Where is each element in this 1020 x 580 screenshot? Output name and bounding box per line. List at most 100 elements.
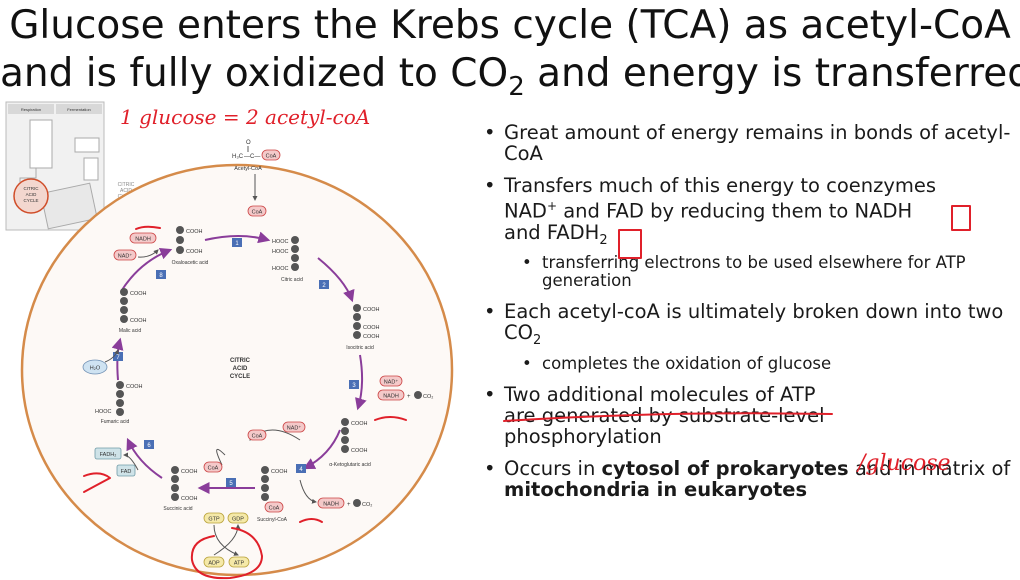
coa-step4: CoA bbox=[252, 434, 263, 440]
adp-label: ADP bbox=[208, 561, 220, 567]
h2o-label: H₂O bbox=[90, 366, 101, 372]
bullet-2-sup: + bbox=[546, 199, 558, 213]
succinyl-coa: COOH CoA Succinyl-CoA bbox=[257, 466, 288, 523]
title-sub-2: 2 bbox=[508, 71, 525, 102]
oxaloacetic-label: Oxaloacetic acid bbox=[172, 260, 209, 266]
svg-text:HOOC: HOOC bbox=[272, 239, 289, 245]
bullet-2: •Transfers much of this energy to coenzy… bbox=[482, 175, 1017, 290]
step-3: 3 bbox=[352, 383, 356, 389]
succinic-acid: COOH COOH Succinic acid bbox=[163, 466, 198, 512]
svg-text:+: + bbox=[407, 394, 411, 400]
thumb-cac-2: ACID bbox=[26, 192, 38, 197]
svg-text:COOH: COOH bbox=[351, 421, 368, 427]
gtp-label: GTP bbox=[208, 517, 220, 523]
thumb-cac-3: CYCLE bbox=[23, 198, 38, 203]
oxaloacetic-acid: COOH COOH Oxaloacetic acid bbox=[172, 226, 209, 266]
ketoglutaric-acid: COOH COOH α-Ketoglutaric acid bbox=[329, 418, 371, 468]
step-8: 8 bbox=[159, 273, 163, 279]
thumb-fermentation: Fermentation bbox=[67, 107, 91, 112]
svg-text:HOOC: HOOC bbox=[272, 266, 289, 272]
bullet-3-text: Each acetyl-coA is ultimately broken dow… bbox=[504, 300, 1004, 345]
isocitric-label: Isocitric acid bbox=[346, 345, 374, 351]
malic-acid: COOH COOH Malic acid bbox=[119, 288, 147, 334]
svg-text:COOH: COOH bbox=[186, 249, 203, 255]
svg-text:COOH: COOH bbox=[363, 307, 380, 313]
fadh2-label: FADH₂ bbox=[100, 452, 117, 458]
step-5: 5 bbox=[229, 481, 233, 487]
nad-step4: NAD⁺ bbox=[287, 425, 302, 432]
bullet-3-sub: 2 bbox=[532, 333, 542, 349]
nad-step8: NAD⁺ bbox=[118, 253, 133, 260]
title-line-2-prefix: and is fully oxidized to CO bbox=[0, 51, 509, 96]
step-2: 2 bbox=[322, 283, 326, 289]
red-mark-fadh2 bbox=[83, 472, 111, 493]
slide-title: Glucose enters the Krebs cycle (TCA) as … bbox=[0, 2, 1020, 111]
title-line-1: Glucose enters the Krebs cycle (TCA) as … bbox=[9, 3, 1011, 48]
title-line-2-suffix: and energy is transferred bbox=[524, 51, 1020, 96]
nad-step3: NAD⁺ bbox=[384, 379, 399, 386]
acetyl-coa-molecule: O H₃C —C— CoA Acetyl-CoA bbox=[232, 140, 281, 172]
bullet-5: •Occurs in cytosol of prokaryotes and in… bbox=[484, 457, 1011, 502]
red-mark-nadh-step3 bbox=[374, 416, 407, 421]
bullet-3: •Each acetyl-coA is ultimately broken do… bbox=[482, 301, 1017, 373]
bullet-5-bold1: cytosol of prokaryotes bbox=[601, 457, 849, 481]
svg-text:COOH: COOH bbox=[130, 318, 147, 324]
fumaric-acid: COOH HOOC Fumaric acid bbox=[95, 381, 143, 425]
nadh-step8: NADH bbox=[135, 237, 151, 243]
svg-text:—C—: —C— bbox=[244, 154, 260, 160]
title-line-2: and is fully oxidized to CO2 and energy … bbox=[0, 50, 1020, 111]
svg-text:COOH: COOH bbox=[186, 229, 203, 235]
thumb-respiration: Respiration bbox=[21, 107, 41, 112]
bullet-2-nad: NAD bbox=[504, 199, 547, 223]
svg-text:COOH: COOH bbox=[363, 325, 380, 331]
bullet-1: •Great amount of energy remains in bonds… bbox=[484, 121, 1011, 165]
red-circle-adp-atp bbox=[190, 527, 263, 580]
thumb-cac-1: CITRIC bbox=[24, 186, 40, 191]
svg-text:COOH: COOH bbox=[181, 469, 198, 475]
svg-text:COOH: COOH bbox=[363, 334, 380, 340]
cycle-title-2: ACID bbox=[233, 366, 248, 372]
thumb-label-2: ACID bbox=[120, 188, 132, 194]
bullet-2-subitem-text: transferring electrons to be used elsewh… bbox=[542, 253, 966, 291]
bullet-4-text: Two additional molecules of ATP are gene… bbox=[504, 383, 825, 449]
cycle-title-1: CITRIC bbox=[230, 358, 251, 364]
overview-thumbnail: Respiration Fermentation CITRIC ACID CYC… bbox=[5, 101, 105, 231]
bullet-4: •Two additional molecules of ATP are gen… bbox=[484, 383, 825, 449]
acetyl-coa-badge: CoA bbox=[266, 154, 277, 160]
atp-label: ATP bbox=[234, 561, 245, 567]
citric-label: Citric acid bbox=[281, 277, 303, 283]
step-1: 1 bbox=[235, 241, 239, 247]
bullet-3-subitem: •completes the oxidation of glucose bbox=[522, 354, 832, 374]
cycle-title-3: CYCLE bbox=[230, 374, 250, 380]
svg-text:COOH: COOH bbox=[126, 384, 143, 390]
malic-label: Malic acid bbox=[119, 328, 141, 334]
svg-text:CoA: CoA bbox=[269, 506, 280, 512]
bullet-5-bold2: mitochondria in eukaryotes bbox=[504, 478, 808, 502]
krebs-cycle-diagram: Respiration Fermentation CITRIC ACID CYC… bbox=[5, 101, 454, 580]
succinyl-label: Succinyl-CoA bbox=[257, 517, 288, 523]
step-7: 7 bbox=[116, 355, 120, 361]
svg-text:COOH: COOH bbox=[181, 496, 198, 502]
acetyl-coa-label: Acetyl-CoA bbox=[234, 166, 262, 172]
step-6: 6 bbox=[147, 443, 151, 449]
red-mark-nadh bbox=[135, 225, 161, 230]
bullet-list: •Great amount of energy remains in bonds… bbox=[482, 122, 1017, 511]
bullet-2-line1: Transfers much of this energy to coenzym… bbox=[504, 174, 937, 197]
svg-text:COOH: COOH bbox=[130, 291, 147, 297]
nadh-step3: NADH bbox=[383, 394, 399, 400]
co2-step4: CO₂ bbox=[362, 502, 372, 508]
red-mark-nadh-step4 bbox=[299, 518, 323, 523]
nadh-step4: NADH bbox=[323, 502, 339, 508]
bullet-5-mid: and in matrix of bbox=[848, 457, 1011, 481]
bullet-2-sub: 2 bbox=[599, 232, 608, 248]
ketoglutaric-label: α-Ketoglutaric acid bbox=[329, 462, 371, 468]
bullet-3-subitem-text: completes the oxidation of glucose bbox=[542, 354, 832, 374]
bullet-2-subitem: •transferring electrons to be used elsew… bbox=[522, 253, 966, 291]
svg-text:HOOC: HOOC bbox=[272, 249, 289, 255]
svg-text:+: + bbox=[347, 502, 351, 508]
fumaric-label: Fumaric acid bbox=[101, 419, 130, 425]
fad-label: FAD bbox=[121, 469, 132, 475]
gdp-label: GDP bbox=[232, 517, 244, 523]
bullet-2-line3: and FADH bbox=[504, 220, 600, 244]
thumb-label-1: CITRIC bbox=[118, 182, 135, 188]
